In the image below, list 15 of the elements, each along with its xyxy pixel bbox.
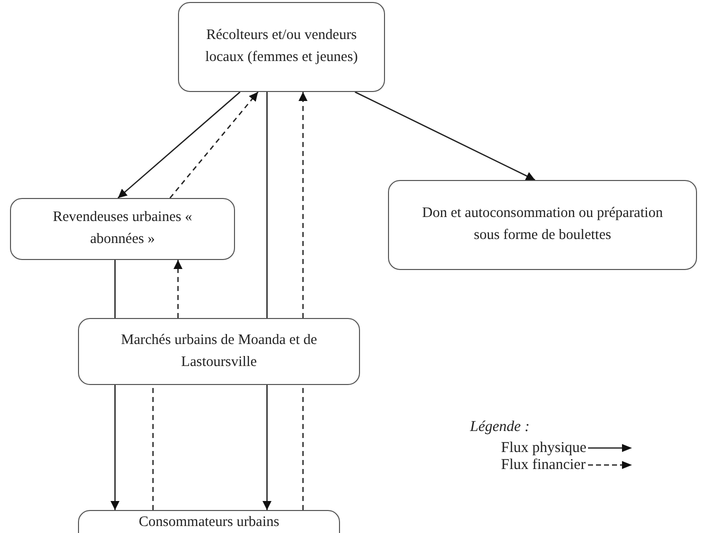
dashed-arrow: [170, 92, 258, 198]
process-box: Revendeuses urbaines « abonnées »: [10, 198, 235, 260]
legend-text: Flux financier: [501, 457, 586, 474]
arrow: [262, 385, 272, 510]
legend-text: Flux physique: [501, 440, 586, 456]
process-box: Récolteurs et/ou vendeurs locaux (femmes et jeunes): [178, 2, 385, 92]
arrow: [118, 92, 240, 198]
legend-title: Légende :: [470, 419, 530, 436]
process-box: Marchés urbains de Moanda et de Lastoursville: [78, 318, 360, 385]
process-box: Don et autoconsommation ou préparation sous forme de boulettes: [388, 180, 697, 270]
arrow: [354, 91, 536, 181]
process-box: Consommateurs urbains: [78, 510, 340, 533]
dashed-arrow: [174, 260, 182, 318]
dashed-arrow: [298, 92, 308, 318]
arrow: [110, 385, 120, 510]
